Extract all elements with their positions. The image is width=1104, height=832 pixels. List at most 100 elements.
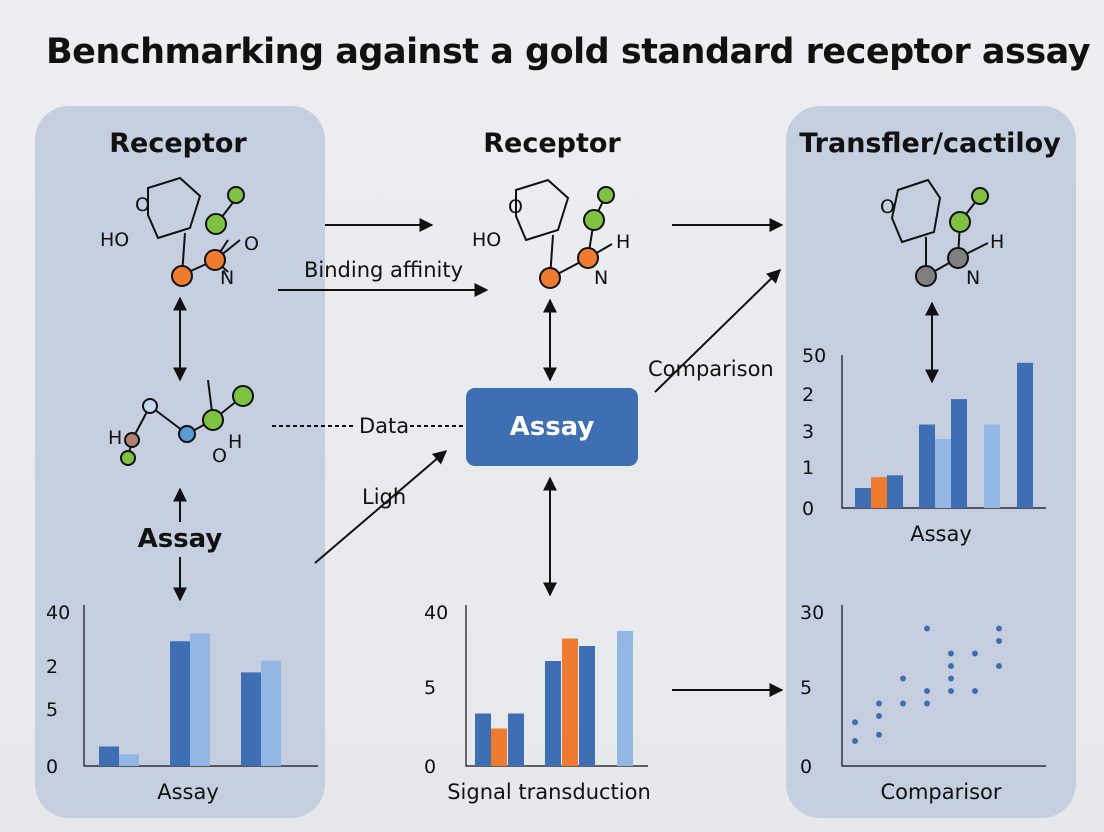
center-atom-oxygen: O xyxy=(508,196,523,218)
chart4-point xyxy=(996,663,1002,669)
chart1-tick-label: 40 xyxy=(46,602,71,624)
left-atom-oxygen: O xyxy=(135,194,150,216)
chart3-bar xyxy=(919,424,935,508)
chart4-tick-label: 0 xyxy=(800,756,813,778)
chart4-point xyxy=(996,638,1002,644)
chart1-bar xyxy=(119,754,139,766)
chart4-point xyxy=(924,688,930,694)
chart2-bar xyxy=(475,713,491,766)
chart4-point xyxy=(948,650,954,657)
chart3-axes xyxy=(841,355,1046,509)
arrow-ligh xyxy=(314,450,448,564)
chart2-tick-label: 40 xyxy=(424,602,449,624)
chart3-xlabel: Assay xyxy=(910,522,972,546)
center-atom-orange-1 xyxy=(539,267,561,289)
right-atom-hydrogen: H xyxy=(990,231,1004,253)
chart2-bar xyxy=(579,646,595,766)
small-atom-green-2 xyxy=(202,409,224,431)
left-atom-orange-2 xyxy=(204,249,226,271)
chart2-bar xyxy=(617,631,633,766)
right-atom-oxygen: O xyxy=(880,196,895,218)
chart3-bar xyxy=(887,475,903,508)
chart4-point xyxy=(852,738,858,744)
right-atom-gray-2 xyxy=(947,247,969,269)
chart3-tick-label: 2 xyxy=(802,384,815,406)
chart4-point xyxy=(948,675,954,682)
center-atom-hydrogen: H xyxy=(616,231,630,253)
chart3-bar xyxy=(984,424,1000,508)
chart4-tick-label: 5 xyxy=(800,677,813,699)
chart3-bar xyxy=(855,488,871,508)
chart4-point xyxy=(876,713,882,719)
chart4-point xyxy=(996,625,1002,632)
data-label: Data xyxy=(359,414,410,438)
center-atom-hydroxyl: HO xyxy=(472,229,501,251)
left-atom-orange-1 xyxy=(171,265,193,287)
assay-box: Assay xyxy=(466,388,638,466)
right-atom-green-1 xyxy=(971,187,989,205)
left-atom-green-2 xyxy=(205,213,227,235)
chart1-bar xyxy=(99,746,119,766)
left-panel-header: Receptor xyxy=(109,128,247,159)
left-atom-nitrogen: N xyxy=(220,267,234,289)
chart4-tick-label: 30 xyxy=(800,602,825,624)
chart3-tick-label: 50 xyxy=(802,345,827,367)
chart3-tick-label: 1 xyxy=(802,457,815,479)
chart4-point xyxy=(876,731,882,738)
chart4-point xyxy=(852,719,858,726)
chart1-xlabel: Assay xyxy=(157,780,219,804)
chart4-xlabel: Comparisor xyxy=(880,780,1002,804)
binding-affinity-label: Binding affinity xyxy=(304,258,464,282)
chart3-tick-label: 0 xyxy=(802,498,815,520)
small-atom-hydrogen: H xyxy=(108,427,122,449)
right-panel-header: Transfler/cactiloy xyxy=(799,128,1061,159)
chart4-point xyxy=(972,688,978,694)
chart4-point xyxy=(924,700,930,707)
right-atom-green-2 xyxy=(949,211,971,233)
center-atom-green-1 xyxy=(597,186,615,204)
chart4-point xyxy=(924,625,930,632)
ligh-label: Ligh xyxy=(362,485,407,509)
chart1-bar xyxy=(170,641,190,766)
arrow-comparison xyxy=(654,269,782,393)
center-atom-nitrogen: N xyxy=(594,267,608,289)
small-atom-hydrogen-2: H xyxy=(228,431,242,453)
chart4-point xyxy=(948,688,954,694)
chart3-bar xyxy=(1017,362,1033,508)
left-atom-hydroxyl: HO xyxy=(100,229,129,251)
chart1-tick-label: 0 xyxy=(46,756,59,778)
small-atom-light xyxy=(142,398,158,414)
chart4-point xyxy=(900,675,906,682)
small-atom-brown xyxy=(124,432,140,448)
left-atom-green-1 xyxy=(227,186,245,204)
center-atom-green-2 xyxy=(583,209,605,231)
left-assay-label: Assay xyxy=(137,524,223,554)
chart2-bar xyxy=(508,713,524,766)
chart1-bar xyxy=(241,672,261,766)
chart2-tick-label: 0 xyxy=(424,756,437,778)
page-title: Benchmarking against a gold standard rec… xyxy=(46,32,1091,72)
chart4-point xyxy=(900,700,906,707)
chart1-tick-label: 5 xyxy=(46,699,59,721)
right-atom-gray-1 xyxy=(915,265,937,287)
chart1-bar xyxy=(261,660,281,766)
chart4-point xyxy=(876,700,882,707)
chart3-bar xyxy=(951,399,967,508)
chart1-tick-label: 2 xyxy=(46,656,59,678)
left-atom-oxygen-2: O xyxy=(244,233,259,255)
chart3-bar xyxy=(935,439,951,508)
chart4-axes xyxy=(841,605,1046,767)
center-header: Receptor xyxy=(483,128,621,159)
chart2-bar xyxy=(491,728,507,766)
chart2-tick-label: 5 xyxy=(424,677,437,699)
chart1-axes xyxy=(83,605,318,767)
chart2-bar xyxy=(545,661,561,766)
chart2-bar xyxy=(562,638,578,766)
chart4-point xyxy=(948,663,954,669)
chart4-point xyxy=(972,650,978,657)
right-atom-nitrogen: N xyxy=(966,267,980,289)
small-atom-blue xyxy=(178,425,196,443)
comparison-label: Comparison xyxy=(648,357,774,381)
